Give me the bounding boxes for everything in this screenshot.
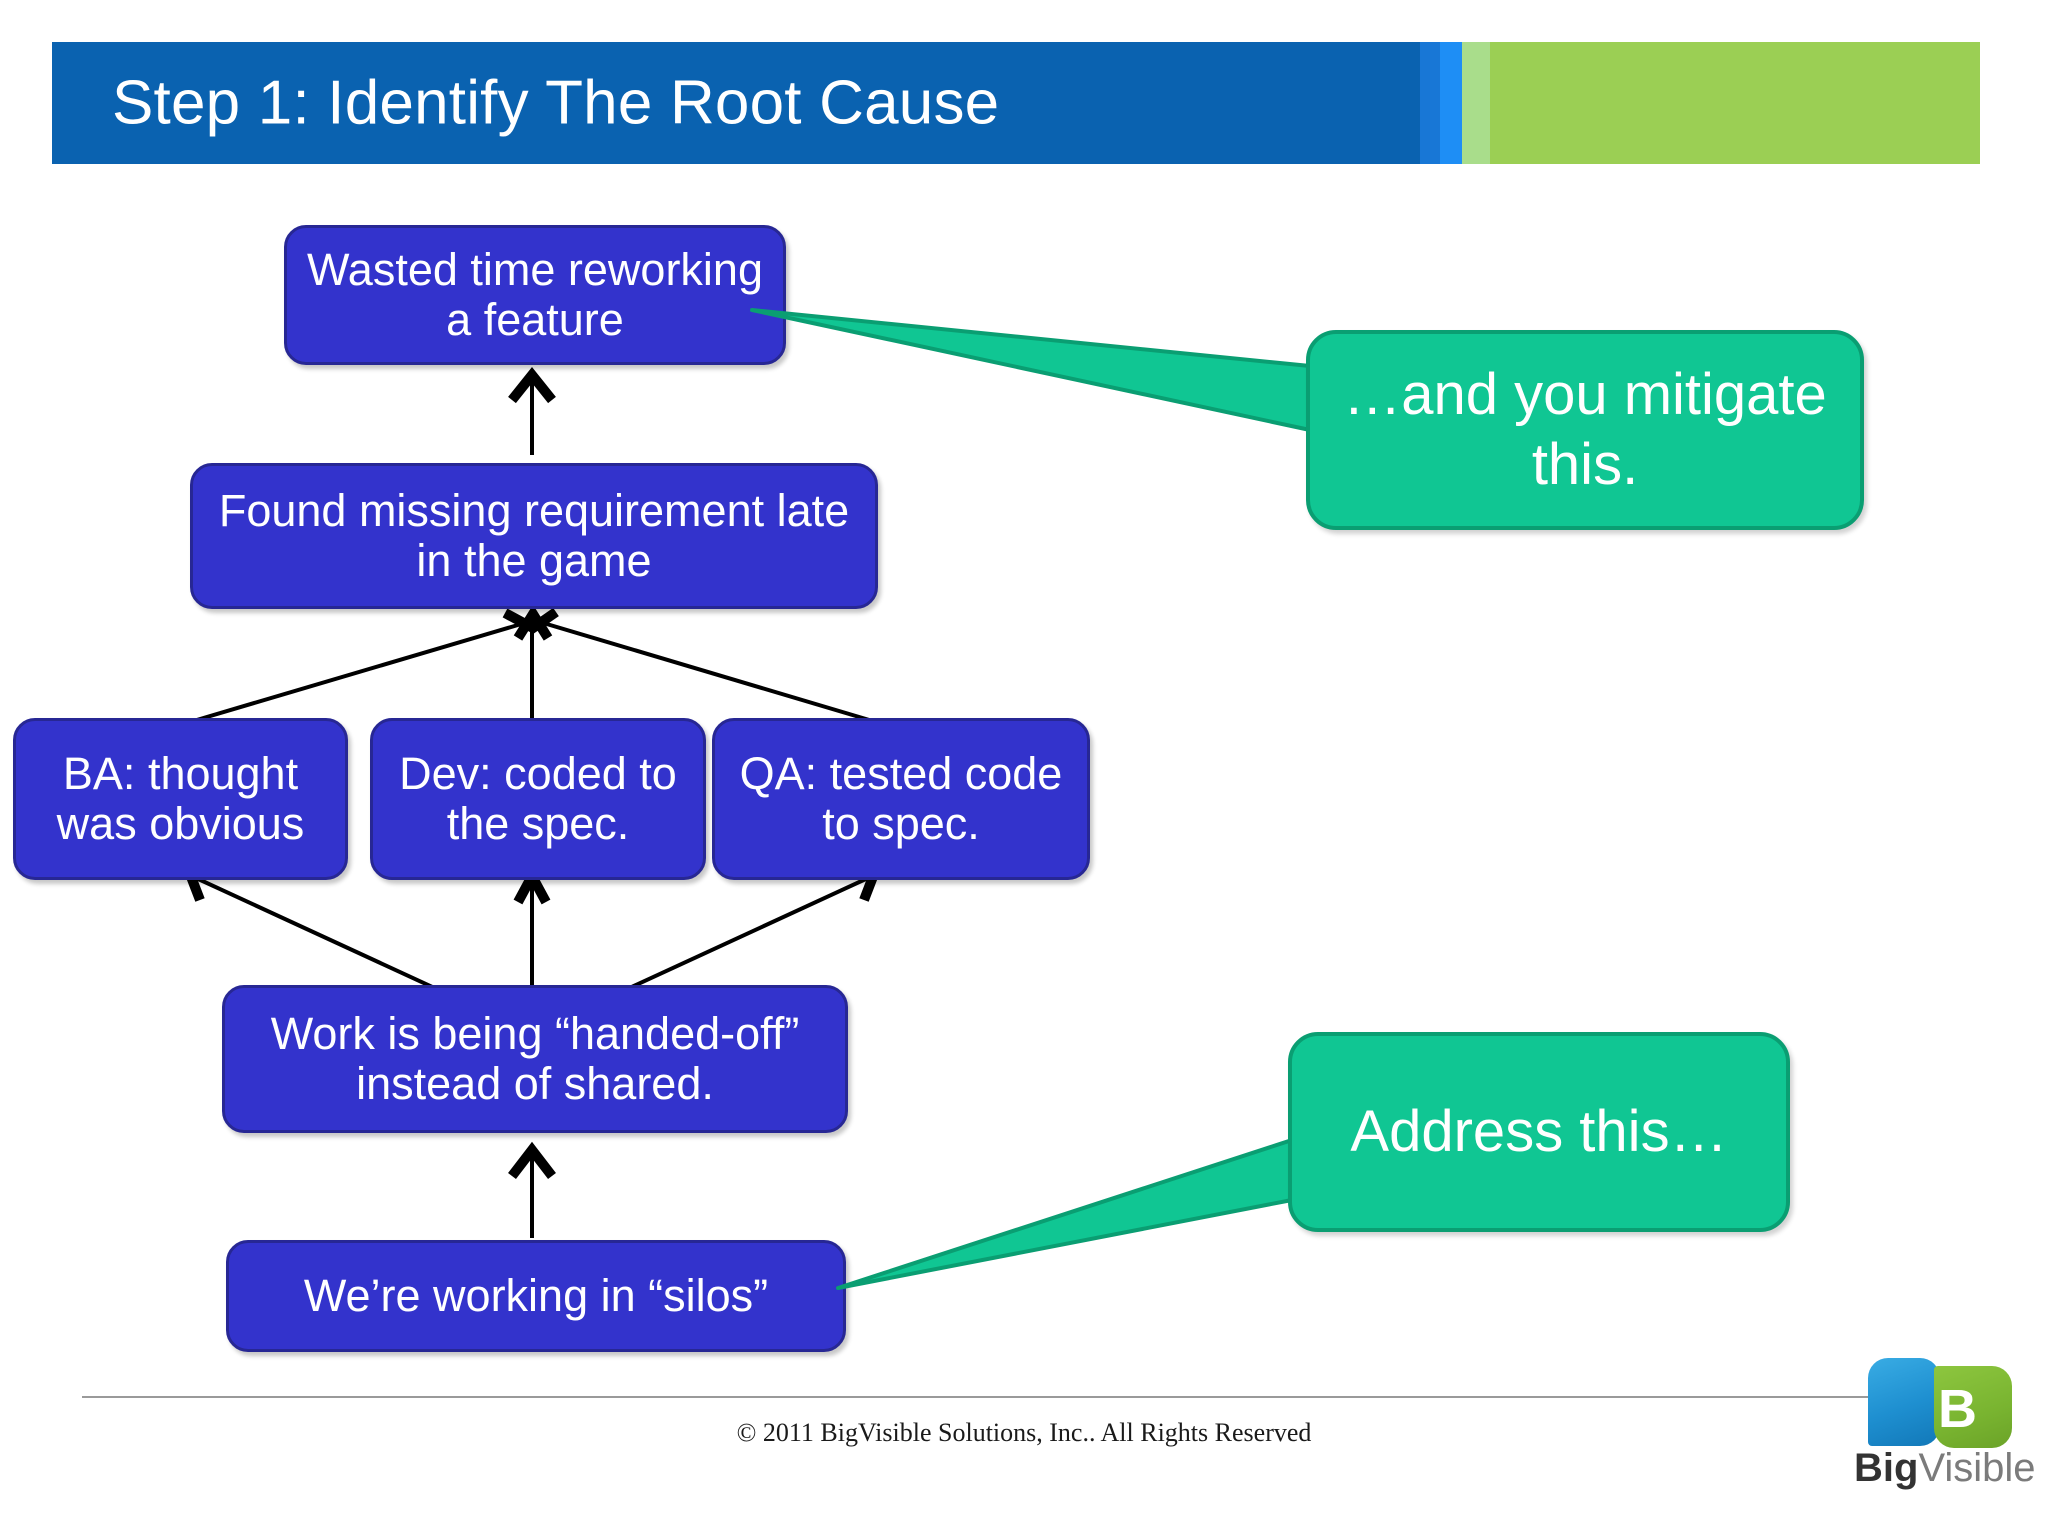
arrowhead-found-to-wasted <box>508 366 556 404</box>
bigvisible-logo: B BigVisible <box>1852 1356 2036 1516</box>
header-band-bright-blue <box>1440 42 1462 164</box>
footer-copyright: © 2011 BigVisible Solutions, Inc.. All R… <box>736 1418 1312 1447</box>
header-banner: Step 1: Identify The Root Cause <box>52 42 1980 164</box>
arrowhead-silos-to-work <box>508 1141 556 1180</box>
arrowhead-fan-upper-outer <box>502 607 559 634</box>
callout-mitigate[interactable]: …and you mitigate this. <box>1306 330 1864 530</box>
flow-box-work-handed-off[interactable]: Work is being “handed-off” instead of sh… <box>222 985 848 1133</box>
header-band-mid-blue <box>1420 42 1440 164</box>
callout-tail-mitigate <box>750 308 1312 432</box>
logo-word-visible: Visible <box>1918 1446 2036 1490</box>
logo-word-big: Big <box>1854 1446 1919 1490</box>
footer-divider <box>82 1396 1898 1398</box>
callout-tail-address <box>836 1138 1294 1290</box>
flow-box-dev-coded[interactable]: Dev: coded to the spec. <box>370 718 706 880</box>
logo-mark: B <box>1868 1356 2018 1448</box>
arrow-line-qa-to-found <box>539 620 877 724</box>
flow-box-ba-thought[interactable]: BA: thought was obvious <box>13 718 348 880</box>
logo-letter-b: B <box>1938 1379 1977 1439</box>
callout-address[interactable]: Address this… <box>1288 1032 1790 1232</box>
header-band-dark-blue <box>52 42 1420 164</box>
header-band-pale-green <box>1462 42 1490 164</box>
logo-green-leaf-icon <box>1934 1366 2012 1448</box>
flow-box-working-in-silos[interactable]: We’re working in “silos” <box>226 1240 846 1352</box>
arrowhead-fan-upper-inner <box>513 604 553 641</box>
flow-box-wasted-time[interactable]: Wasted time reworking a feature <box>284 225 786 365</box>
flow-box-found-missing-requirement[interactable]: Found missing requirement late in the ga… <box>190 463 878 609</box>
header-band-green <box>1490 42 1980 164</box>
arrow-line-ba-to-found <box>189 620 529 724</box>
flow-box-qa-tested[interactable]: QA: tested code to spec. <box>712 718 1090 880</box>
slide-title: Step 1: Identify The Root Cause <box>112 68 1000 138</box>
logo-blue-leaf-icon <box>1868 1358 1940 1446</box>
logo-wordmark: BigVisible <box>1854 1446 2036 1490</box>
